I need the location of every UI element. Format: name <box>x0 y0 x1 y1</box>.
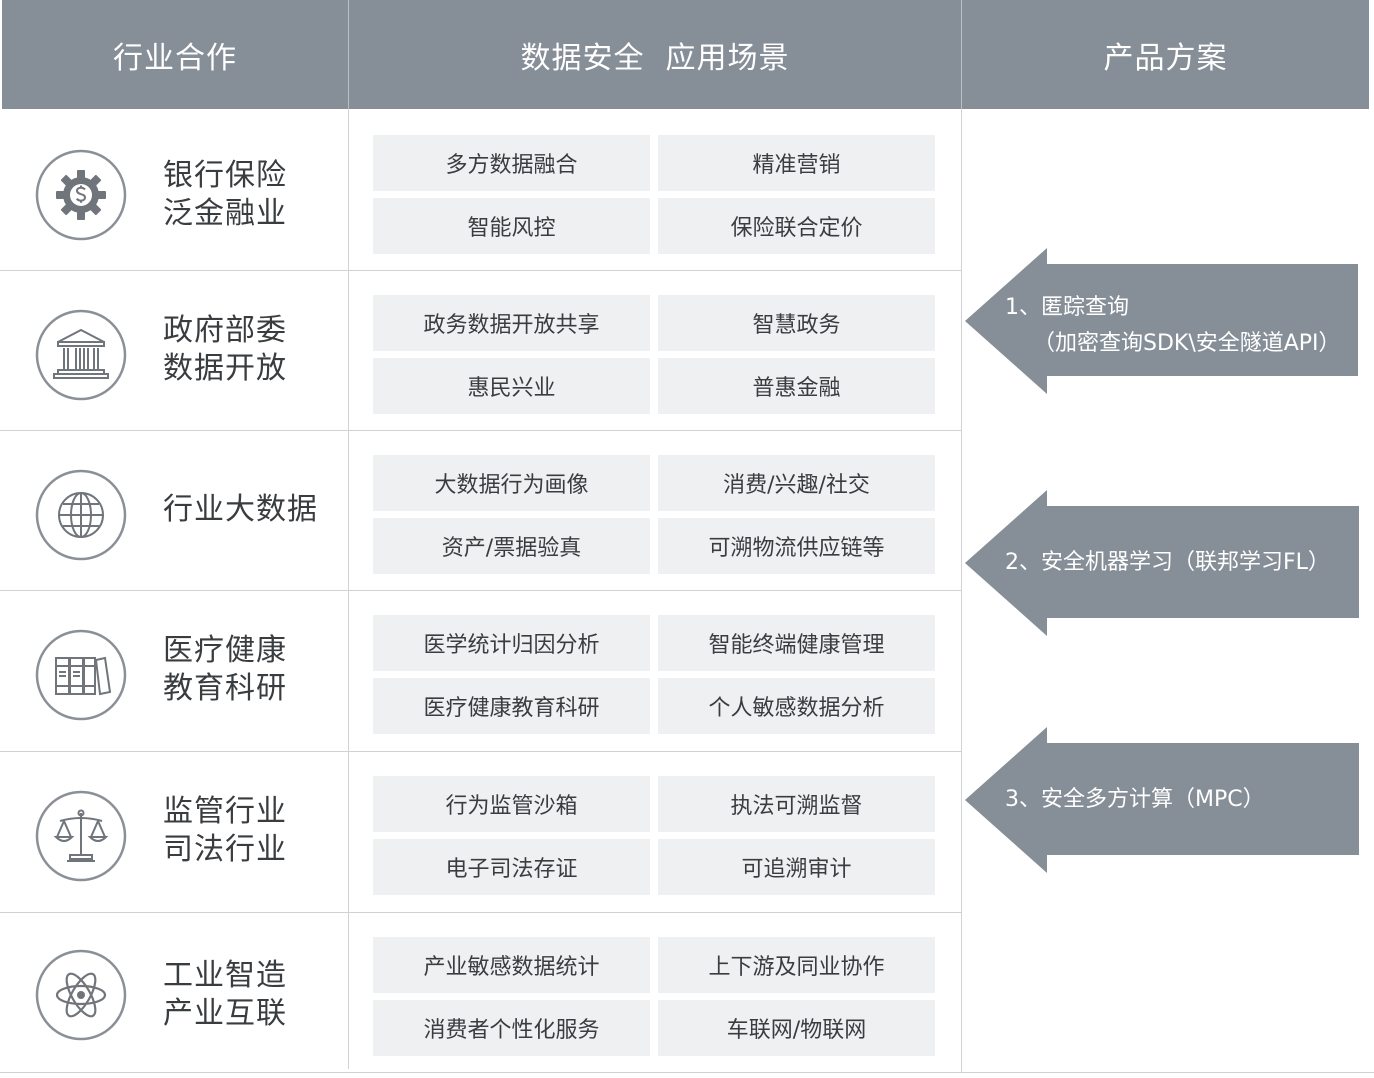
industry-row-healthcare: 医疗健康 教育科研 医学统计归因分析 智能终端健康管理 医疗健康教育科研 个人敏… <box>0 590 961 750</box>
industry-label: 政府部委 数据开放 <box>163 270 343 430</box>
solution-text-3: 3、安全多方计算（MPC） <box>1005 787 1265 812</box>
atom-icon <box>34 948 128 1042</box>
solution-arrow-1: 1、匿踪查询 （加密查询SDK\安全隧道API） <box>965 248 1359 394</box>
scenario-cell: 个人敏感数据分析 <box>658 678 935 734</box>
industry-label-line2: 司法行业 <box>163 832 287 867</box>
arrow-left-shape <box>965 727 1359 873</box>
scenario-cell: 政务数据开放共享 <box>373 295 650 351</box>
scenario-cell: 执法可溯监督 <box>658 776 935 832</box>
arrow-left-shape <box>965 248 1358 394</box>
header-industry: 行业合作 <box>113 40 237 76</box>
scenario-cell: 电子司法存证 <box>373 839 650 895</box>
books-icon <box>34 628 128 722</box>
industry-label-line1: 政府部委 <box>163 313 287 348</box>
industry-row-bigdata: 行业大数据 大数据行为画像 消费/兴趣/社交 资产/票据验真 可溯物流供应链等 <box>0 430 961 590</box>
globe-icon <box>34 468 128 562</box>
solution-arrow-3: 3、安全多方计算（MPC） <box>965 727 1360 873</box>
row-divider <box>0 751 961 752</box>
industry-label-line2: 产业互联 <box>163 996 287 1031</box>
industry-label: 工业智造 产业互联 <box>163 912 343 1078</box>
industry-row-manufacturing: 工业智造 产业互联 产业敏感数据统计 上下游及同业协作 消费者个性化服务 车联网… <box>0 912 961 1072</box>
row-divider <box>0 1072 1374 1073</box>
scenario-cell: 可追溯审计 <box>658 839 935 895</box>
scenario-cell: 产业敏感数据统计 <box>373 937 650 993</box>
industry-label-line1: 行业大数据 <box>163 492 318 527</box>
arrow-left-shape <box>965 490 1359 636</box>
scenario-cell: 惠民兴业 <box>373 358 650 414</box>
scenario-cell: 多方数据融合 <box>373 135 650 191</box>
row-divider <box>0 270 961 271</box>
row-divider <box>0 590 961 591</box>
scenario-cell: 保险联合定价 <box>658 198 935 254</box>
scenario-cell: 智慧政务 <box>658 295 935 351</box>
scenario-cell: 资产/票据验真 <box>373 518 650 574</box>
solution-arrow-2: 2、安全机器学习（联邦学习FL） <box>965 490 1360 636</box>
industry-label-line2: 泛金融业 <box>163 196 287 231</box>
industry-label: 监管行业 司法行业 <box>163 751 343 911</box>
solution-text-2: 2、安全机器学习（联邦学习FL） <box>1005 550 1330 575</box>
government-building-icon <box>34 308 128 402</box>
industry-label-line1: 医疗健康 <box>163 633 287 668</box>
industry-label-line1: 工业智造 <box>163 958 287 993</box>
scenario-cell: 精准营销 <box>658 135 935 191</box>
industry-label-line1: 监管行业 <box>163 794 287 829</box>
scenario-cell: 可溯物流供应链等 <box>658 518 935 574</box>
row-divider <box>0 430 961 431</box>
scenario-cell: 智能终端健康管理 <box>658 615 935 671</box>
solution-text-1: 1、匿踪查询 <box>1005 295 1129 320</box>
industry-label-line1: 银行保险 <box>163 158 287 193</box>
industry-label: 医疗健康 教育科研 <box>163 590 343 750</box>
industry-label-line2: 数据开放 <box>163 351 287 386</box>
column-divider <box>961 109 962 1073</box>
scenario-cell: 智能风控 <box>373 198 650 254</box>
table-header: 行业合作 数据安全 应用场景 产品方案 <box>2 0 1369 109</box>
scales-icon <box>34 789 128 883</box>
industry-label: 银行保险 泛金融业 <box>163 110 343 280</box>
industry-row-government: 政府部委 数据开放 政务数据开放共享 智慧政务 惠民兴业 普惠金融 <box>0 270 961 430</box>
header-divider <box>348 0 349 109</box>
header-scenarios: 数据安全 应用场景 <box>520 40 790 76</box>
header-divider <box>961 0 962 109</box>
dollar-gear-icon <box>34 148 128 242</box>
column-divider <box>348 109 349 1069</box>
row-divider <box>0 912 961 913</box>
scenario-cell: 普惠金融 <box>658 358 935 414</box>
scenario-cell: 上下游及同业协作 <box>658 937 935 993</box>
industry-row-regulation: 监管行业 司法行业 行为监管沙箱 执法可溯监督 电子司法存证 可追溯审计 <box>0 751 961 911</box>
scenario-cell: 大数据行为画像 <box>373 455 650 511</box>
industry-label-line2: 教育科研 <box>163 671 287 706</box>
scenario-cell: 行为监管沙箱 <box>373 776 650 832</box>
solution-text-1-detail: （加密查询SDK\安全隧道API） <box>1033 331 1341 356</box>
header-products: 产品方案 <box>1103 40 1228 76</box>
scenario-cell: 消费者个性化服务 <box>373 1000 650 1056</box>
scenario-cell: 消费/兴趣/社交 <box>658 455 935 511</box>
scenario-cell: 医疗健康教育科研 <box>373 678 650 734</box>
industry-label: 行业大数据 <box>163 430 363 590</box>
scenario-cell: 医学统计归因分析 <box>373 615 650 671</box>
industry-row-banking: 银行保险 泛金融业 多方数据融合 精准营销 智能风控 保险联合定价 <box>0 110 961 270</box>
scenario-cell: 车联网/物联网 <box>658 1000 935 1056</box>
